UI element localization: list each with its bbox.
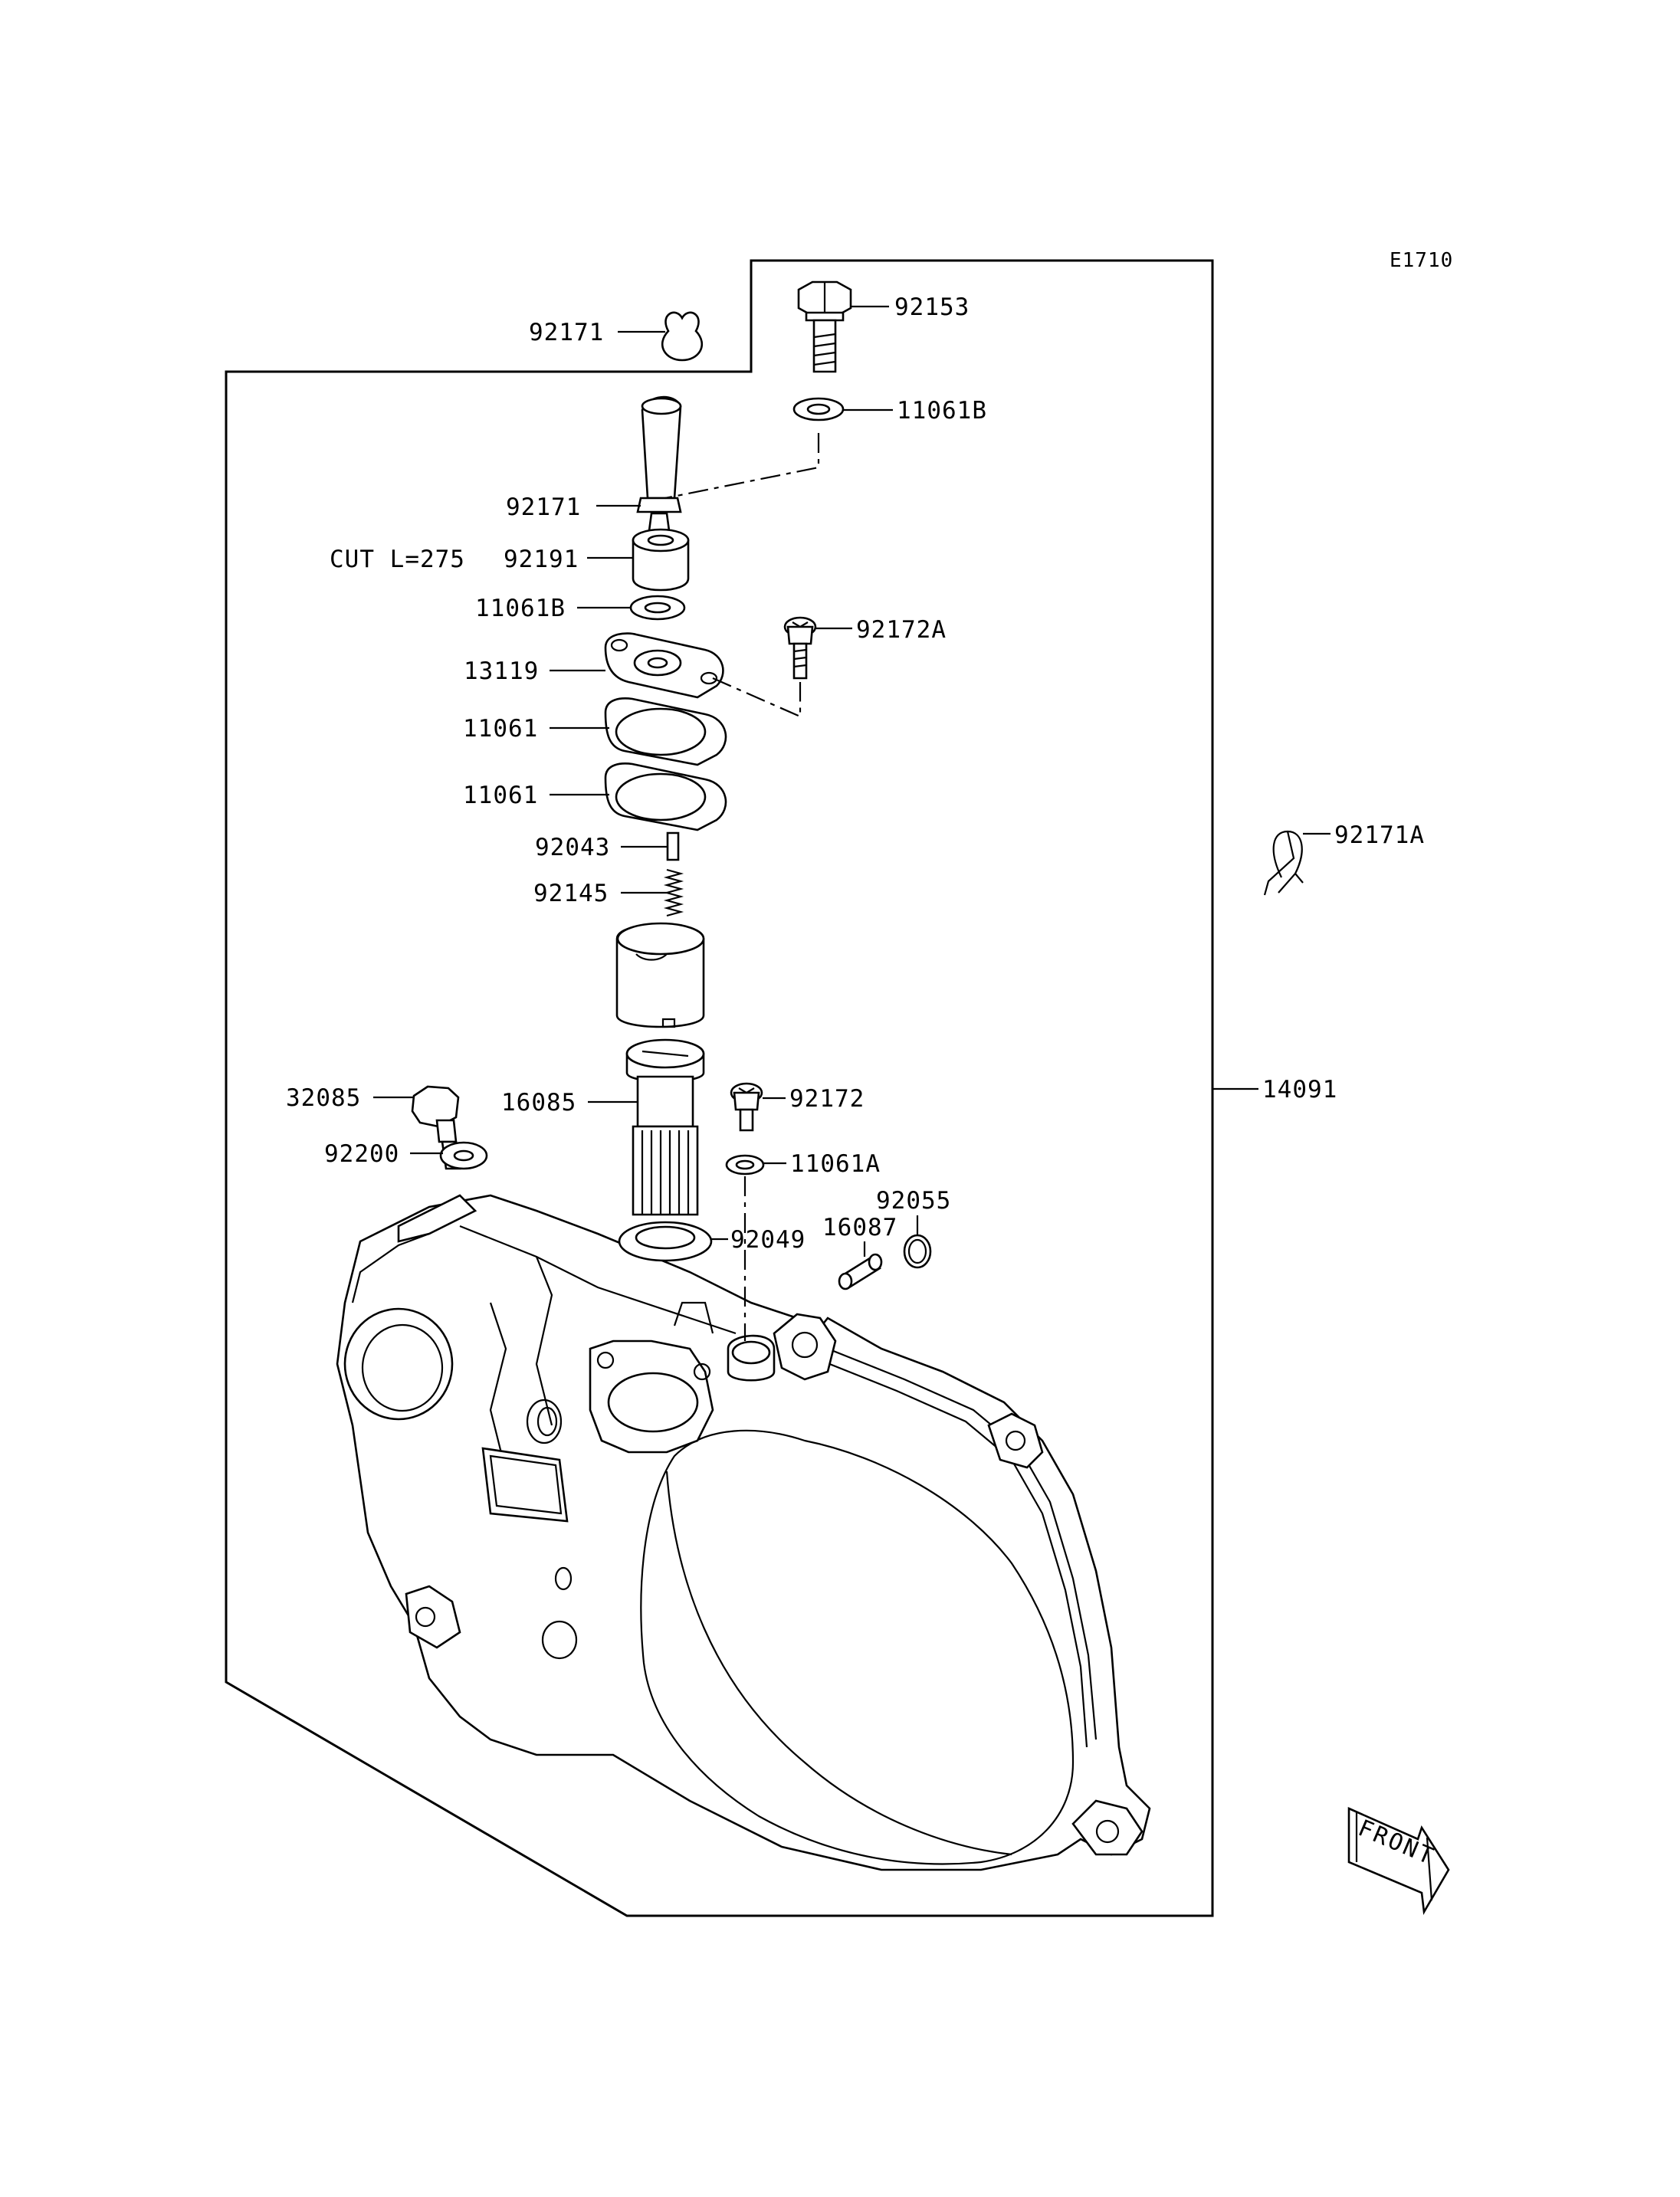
front-direction-arrow xyxy=(1347,1806,1450,1916)
part-13119-cover xyxy=(604,632,724,699)
label-11061B-mid: 11061B xyxy=(475,595,566,622)
crankcase-cover xyxy=(336,1194,1151,1871)
part-11061-gasket-a xyxy=(604,697,727,766)
cut-length-note: CUT L=275 xyxy=(330,546,465,573)
label-11061B-top: 11061B xyxy=(897,397,987,425)
label-32085: 32085 xyxy=(286,1084,361,1112)
label-16085: 16085 xyxy=(501,1089,576,1117)
part-11061B-washer-top xyxy=(792,397,845,421)
label-14091: 14091 xyxy=(1262,1076,1337,1103)
label-92200: 92200 xyxy=(324,1140,399,1168)
label-92055: 92055 xyxy=(876,1187,951,1215)
part-oil-hose xyxy=(641,395,682,500)
part-16087-pin xyxy=(838,1253,883,1290)
part-11061-gasket-b xyxy=(604,762,727,831)
label-16087: 16087 xyxy=(822,1214,897,1241)
part-92200-washer xyxy=(439,1141,488,1170)
part-pump-body xyxy=(615,922,705,1028)
label-92049: 92049 xyxy=(730,1226,806,1254)
part-92153-bolt xyxy=(797,280,852,373)
part-11061A-washer xyxy=(725,1154,765,1176)
label-92145: 92145 xyxy=(533,880,609,907)
label-92172: 92172 xyxy=(789,1085,865,1113)
part-92172-screw xyxy=(730,1082,763,1132)
part-92043-pin xyxy=(666,831,680,861)
label-13119: 13119 xyxy=(464,657,539,685)
part-92191-fitting xyxy=(632,528,690,592)
part-92145-spring xyxy=(663,868,684,917)
alignment-lines xyxy=(664,433,820,1341)
label-92171-top: 92171 xyxy=(529,319,604,346)
label-11061-b: 11061 xyxy=(463,782,538,809)
label-11061A: 11061A xyxy=(790,1150,881,1178)
label-92191: 92191 xyxy=(504,546,579,573)
label-92043: 92043 xyxy=(535,834,610,861)
part-11061B-washer-mid xyxy=(629,595,686,621)
leader-lines xyxy=(373,305,1331,1257)
diagram-code: E1710 xyxy=(1390,249,1453,272)
part-92172A-screw xyxy=(783,616,817,680)
part-92171A-clip xyxy=(1263,830,1304,896)
label-11061-a: 11061 xyxy=(463,715,538,743)
part-92049-seal xyxy=(618,1221,713,1262)
label-92172A: 92172A xyxy=(856,616,947,644)
part-92171-clamp-top xyxy=(661,311,704,362)
label-92153: 92153 xyxy=(894,293,970,321)
label-92171-hose: 92171 xyxy=(506,494,581,521)
assembly-boundary xyxy=(225,259,1214,1917)
label-92171A: 92171A xyxy=(1334,821,1425,849)
part-92055-oring xyxy=(903,1234,932,1269)
part-16085-shaft xyxy=(625,1038,705,1216)
